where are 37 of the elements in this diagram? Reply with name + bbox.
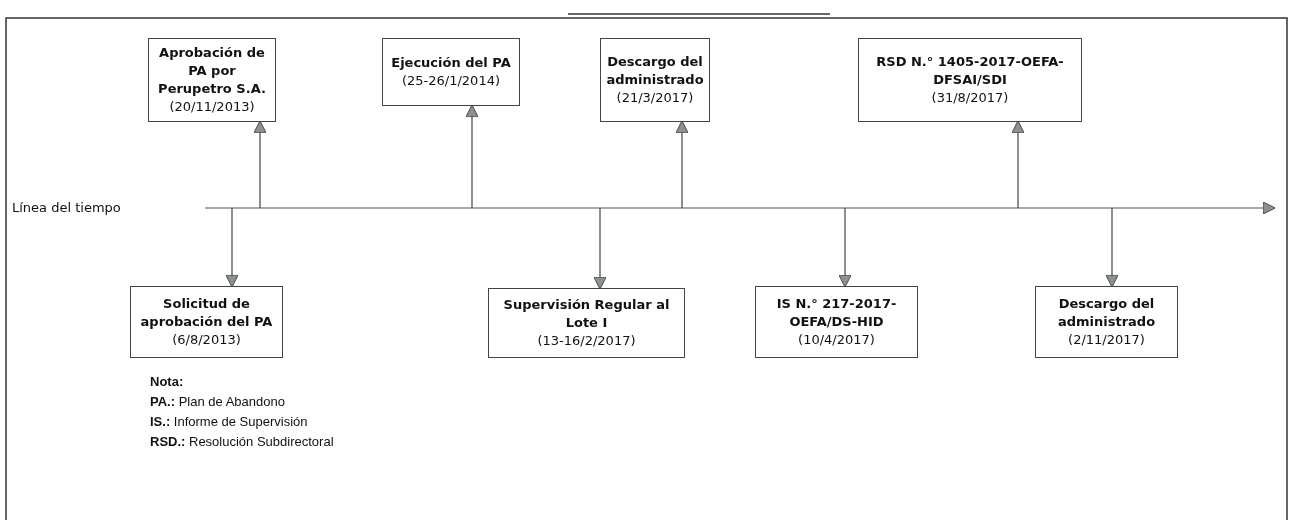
event-title: Descargo del administrado — [605, 53, 705, 89]
arrow — [465, 104, 479, 209]
arrow — [838, 207, 852, 288]
event-title: Solicitud de aprobación del PA — [139, 295, 274, 331]
event-box — [148, 38, 276, 122]
event-box — [1035, 286, 1178, 358]
event-box — [130, 286, 283, 358]
event-date: (10/4/2017) — [797, 331, 876, 349]
event-title: IS N.° 217-2017-OEFA/DS-HID — [775, 295, 898, 331]
event-date: (13-16/2/2017) — [536, 332, 637, 350]
event-date: (25-26/1/2014) — [400, 72, 501, 90]
event-date: (31/8/2017) — [930, 89, 1010, 107]
arrow — [675, 120, 689, 209]
event-title: Ejecución del PA — [390, 54, 512, 72]
event-date: (21/3/2017) — [615, 89, 695, 107]
arrow — [593, 207, 607, 290]
event-date: (20/11/2013) — [168, 98, 256, 116]
event-title: Supervisión Regular al Lote I — [502, 296, 671, 332]
event-box — [382, 38, 520, 106]
event-box — [488, 288, 685, 358]
event-title: Descargo del administrado — [1056, 295, 1157, 331]
event-box — [755, 286, 918, 358]
event-box — [858, 38, 1082, 122]
note-line: RSD.: Resolución Subdirectoral — [150, 434, 334, 449]
event-title: RSD N.° 1405-2017-OEFA-DFSAI/SDI — [875, 53, 1065, 89]
arrow — [1105, 207, 1119, 288]
event-box — [600, 38, 710, 122]
note-heading: Nota: — [150, 374, 184, 389]
arrow — [225, 207, 239, 288]
event-date: (6/8/2013) — [171, 331, 242, 349]
note-line: PA.: Plan de Abandono — [150, 394, 285, 409]
arrow — [1011, 120, 1025, 209]
arrow — [253, 120, 267, 209]
event-date: (2/11/2017) — [1067, 331, 1146, 349]
event-title: Aprobación de PA por Perupetro S.A. — [157, 44, 267, 98]
timeline-label: Línea del tiempo — [12, 200, 121, 215]
note-line: IS.: Informe de Supervisión — [150, 414, 308, 429]
